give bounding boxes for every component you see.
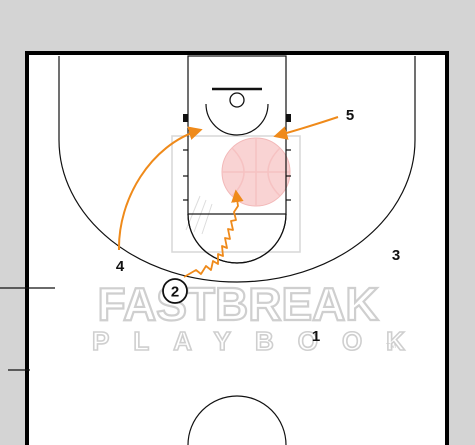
watermark-title: FASTBREAK — [97, 278, 378, 330]
center-circle — [187, 395, 287, 445]
lane-block-left — [183, 114, 188, 122]
cut-arrow-player-5 — [273, 116, 339, 140]
dribble-arrow-player-2 — [183, 189, 244, 278]
restricted-area — [205, 103, 269, 136]
player-2-label: 2 — [171, 284, 179, 301]
watermark-net — [185, 195, 213, 235]
watermark-trademark: TM — [386, 343, 396, 350]
watermark-backboard — [171, 135, 301, 253]
court-floor — [27, 53, 447, 445]
watermark-logo: FASTBREAK PLAYBOOK TM — [91, 135, 429, 357]
lane-block-right — [286, 114, 291, 122]
court-boundary — [25, 51, 449, 445]
player-1-label: 1 — [312, 328, 320, 345]
rim — [229, 92, 245, 108]
watermark-subtitle: PLAYBOOK — [92, 326, 429, 356]
watermark-ball-seams — [222, 138, 290, 206]
play-actions — [117, 116, 339, 278]
player-4-label: 4 — [116, 258, 125, 275]
free-throw-circle-bottom — [187, 213, 287, 264]
three-point-arc — [58, 139, 416, 283]
players: 2 1 3 4 5 — [116, 107, 400, 345]
player-5-label: 5 — [346, 107, 354, 124]
cut-arrow-player-4 — [117, 126, 203, 251]
player-2-ball-circle — [162, 278, 188, 304]
player-3-label: 3 — [392, 247, 400, 264]
